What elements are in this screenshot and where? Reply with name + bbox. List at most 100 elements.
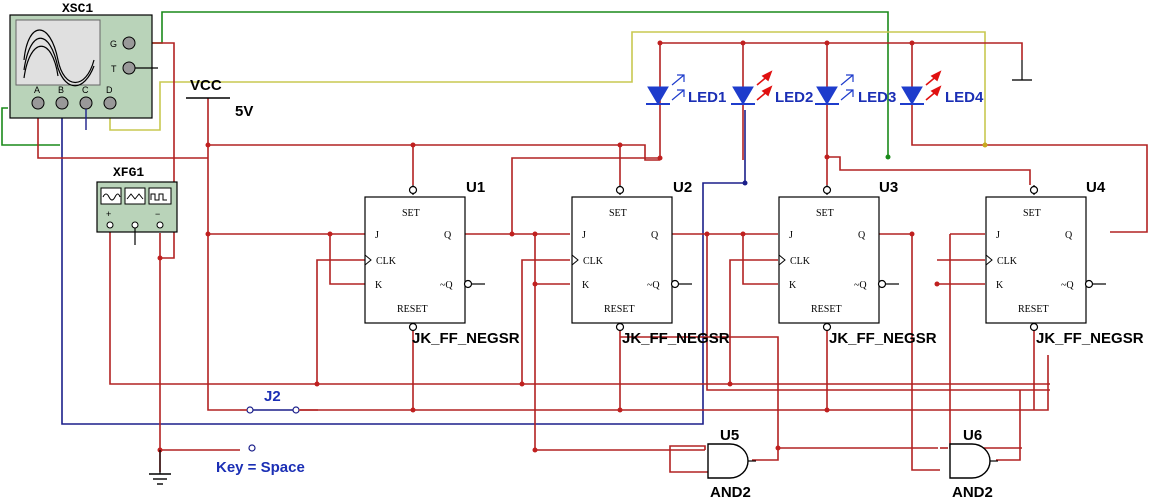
key-switch[interactable]: Key = Space bbox=[216, 444, 305, 476]
wire-vcc-bottom bbox=[300, 355, 1049, 411]
ff-u3-clk: CLK bbox=[790, 256, 811, 267]
led-4[interactable]: LED4 bbox=[900, 70, 984, 106]
ff-u1-qbar: ~Q bbox=[440, 280, 453, 291]
and-gate-u5-ref: U5 bbox=[720, 427, 739, 444]
flipflop-u3-model: JK_FF_NEGSR bbox=[829, 330, 937, 347]
ff-u1-q: Q bbox=[444, 230, 452, 241]
and-gate-u5[interactable]: U5 AND2 bbox=[707, 427, 756, 500]
wire-scope-d bbox=[109, 31, 986, 145]
wire-top-bus-2 bbox=[208, 144, 660, 161]
wire-q2-j3 bbox=[670, 233, 1050, 391]
wire-led-bus bbox=[660, 42, 1023, 60]
scope-pin-b-label: B bbox=[58, 85, 64, 95]
flipflop-u4[interactable]: U4 SET J Q CLK K ~Q RESET JK_FF_NEGSR bbox=[985, 179, 1144, 347]
wire-u5-in1 bbox=[669, 445, 708, 473]
scope-pin-t-label: T bbox=[111, 64, 117, 74]
ground-left-icon bbox=[149, 450, 171, 485]
led-1-label: LED1 bbox=[688, 89, 726, 106]
led-2[interactable]: LED2 bbox=[731, 70, 813, 106]
ff-u1-j: J bbox=[375, 230, 379, 241]
triangle-wave-icon bbox=[126, 193, 144, 200]
led-3-label: LED3 bbox=[858, 89, 896, 106]
square-wave-icon bbox=[150, 193, 167, 201]
oscilloscope-ref: XSC1 bbox=[62, 1, 93, 16]
led-1[interactable]: LED1 bbox=[646, 74, 726, 106]
wire-u3-jk bbox=[742, 234, 778, 285]
ff-u2-set: SET bbox=[609, 208, 627, 219]
led-1-arrows-icon bbox=[671, 74, 685, 101]
ff-u1-reset: RESET bbox=[397, 304, 428, 315]
scope-pin-d-label: D bbox=[106, 85, 113, 95]
switch-j2[interactable]: J2 bbox=[240, 388, 318, 414]
flipflop-u4-model: JK_FF_NEGSR bbox=[1036, 330, 1144, 347]
wire-scope-g bbox=[148, 11, 889, 157]
ff-u4-qbar: ~Q bbox=[1061, 280, 1074, 291]
flipflop-u3[interactable]: U3 SET J Q CLK K ~Q RESET JK_FF_NEGSR bbox=[778, 179, 937, 347]
and-gate-u6-ref: U6 bbox=[963, 427, 982, 444]
ff-u3-q: Q bbox=[858, 230, 866, 241]
wire-u5-out bbox=[752, 447, 938, 461]
ff-u3-set: SET bbox=[816, 208, 834, 219]
ff-u2-qbar: ~Q bbox=[647, 280, 660, 291]
sine-wave-icon bbox=[102, 193, 121, 201]
wire-fg-neg bbox=[159, 233, 240, 451]
ff-u2-j: J bbox=[582, 230, 586, 241]
ff-u4-q: Q bbox=[1065, 230, 1073, 241]
ff-u3-reset: RESET bbox=[811, 304, 842, 315]
and-gate-u6[interactable]: U6 AND2 bbox=[949, 427, 998, 500]
fg-plus-label: + bbox=[106, 209, 111, 219]
wire-scope-b bbox=[61, 103, 746, 425]
wire-u1-clk bbox=[316, 259, 365, 384]
ff-u2-clk: CLK bbox=[583, 256, 604, 267]
scope-waveform-icon bbox=[23, 29, 95, 87]
wire-clock-bus bbox=[109, 220, 1050, 385]
fg-minus-label: − bbox=[155, 209, 160, 219]
wire-u2-clk bbox=[521, 259, 570, 384]
wire-top-bus bbox=[37, 103, 208, 159]
function-generator-xfg1[interactable]: XFG1 + − bbox=[96, 165, 178, 245]
led-4-label: LED4 bbox=[945, 89, 984, 106]
ff-u4-j: J bbox=[996, 230, 1000, 241]
wire-q3 bbox=[878, 233, 940, 471]
scope-pin-c-label: C bbox=[82, 85, 89, 95]
switch-ref: J2 bbox=[264, 388, 281, 405]
ff-u3-j: J bbox=[789, 230, 793, 241]
ff-u1-k: K bbox=[375, 280, 383, 291]
flipflop-u2-ref: U2 bbox=[673, 179, 692, 196]
wire-u1-jk bbox=[329, 234, 365, 285]
and-gate-u6-model: AND2 bbox=[952, 484, 993, 500]
ff-u1-set: SET bbox=[402, 208, 420, 219]
vcc-label: VCC bbox=[190, 77, 222, 94]
wire-led4-col bbox=[911, 43, 1148, 233]
led-3-arrows-icon bbox=[840, 74, 854, 101]
ff-u3-qbar: ~Q bbox=[854, 280, 867, 291]
wire-u3-clk bbox=[729, 259, 778, 384]
flipflop-u2[interactable]: U2 SET J Q CLK K ~Q RESET JK_FF_NEGSR bbox=[571, 179, 730, 347]
ff-u4-clk: CLK bbox=[997, 256, 1018, 267]
led-4-arrows-icon bbox=[925, 70, 942, 101]
wire-u6-out bbox=[996, 390, 1021, 461]
ff-u4-k: K bbox=[996, 280, 1004, 291]
ff-u4-reset: RESET bbox=[1018, 304, 1049, 315]
key-label: Key = Space bbox=[216, 459, 305, 476]
function-generator-ref: XFG1 bbox=[113, 165, 144, 180]
flipflop-u1[interactable]: U1 SET J Q CLK K ~Q RESET JK_FF_NEGSR bbox=[364, 179, 520, 347]
ff-u3-k: K bbox=[789, 280, 797, 291]
scope-pin-g-label: G bbox=[110, 39, 117, 49]
flipflop-u1-model: JK_FF_NEGSR bbox=[412, 330, 520, 347]
and-gate-u5-model: AND2 bbox=[710, 484, 751, 500]
wire-scope-a bbox=[134, 42, 175, 259]
ff-u2-q: Q bbox=[651, 230, 659, 241]
scope-pin-a-label: A bbox=[34, 85, 40, 95]
vcc-value: 5V bbox=[235, 103, 253, 120]
wire-u2-jk bbox=[534, 234, 570, 285]
oscilloscope-xsc1[interactable]: XSC1 G T A B C D bbox=[9, 1, 158, 130]
flipflop-u4-ref: U4 bbox=[1086, 179, 1106, 196]
led-3[interactable]: LED3 bbox=[815, 74, 896, 106]
ff-u4-set: SET bbox=[1023, 208, 1041, 219]
flipflop-u3-ref: U3 bbox=[879, 179, 898, 196]
led-2-arrows-icon bbox=[756, 70, 773, 101]
ff-u2-reset: RESET bbox=[604, 304, 635, 315]
wire-vcc bbox=[207, 98, 240, 411]
